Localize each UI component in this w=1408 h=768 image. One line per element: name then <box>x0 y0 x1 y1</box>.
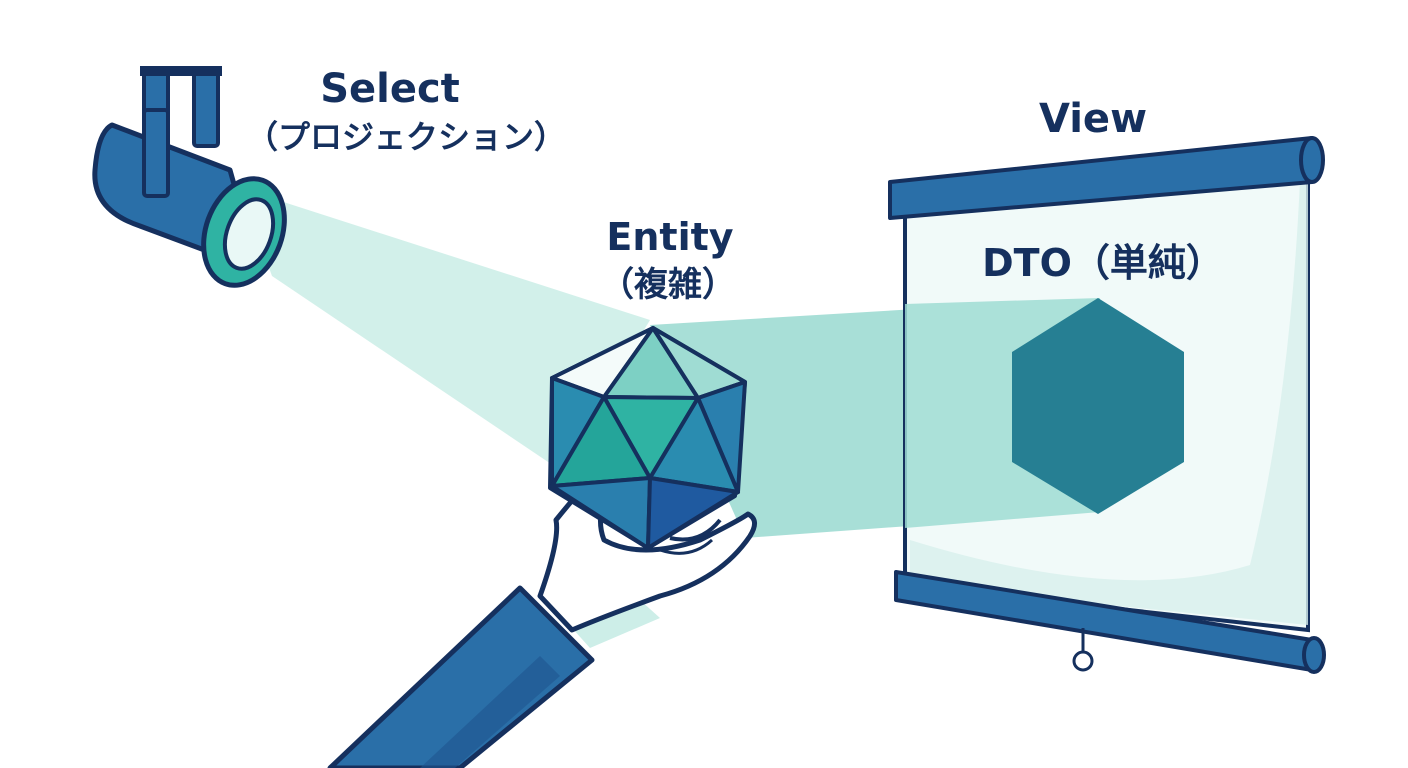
select-title: Select <box>320 66 460 112</box>
spotlight-projector-icon <box>92 66 287 288</box>
select-subtitle: （プロジェクション） <box>246 118 566 156</box>
dto-label: DTO（単純） <box>982 241 1224 285</box>
hexagon-icon <box>1012 298 1184 514</box>
projector-light-beam <box>240 188 650 470</box>
view-title: View <box>1039 96 1147 142</box>
icosahedron-icon <box>548 326 747 550</box>
entity-subtitle: （複雑） <box>600 265 736 305</box>
entity-title: Entity <box>606 215 733 259</box>
